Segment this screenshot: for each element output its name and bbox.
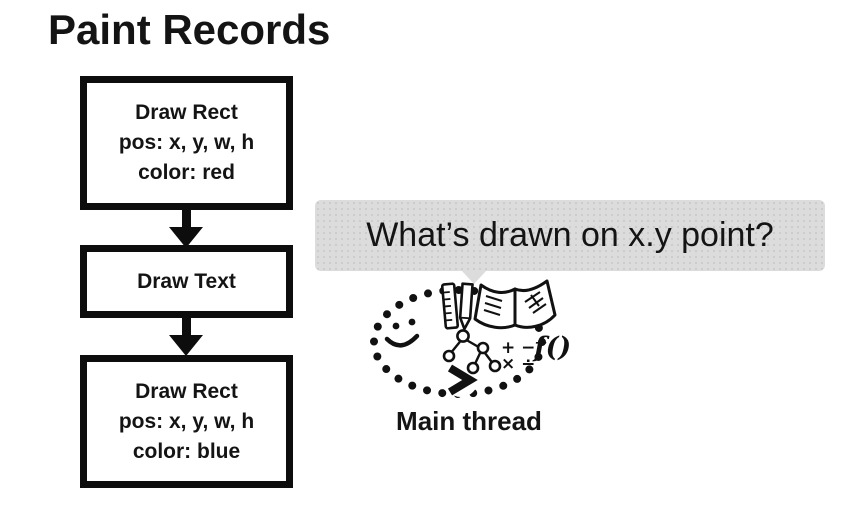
box-line: pos: x, y, w, h [118,409,255,433]
arrow-stem [182,209,191,228]
box-line: Draw Rect [135,101,238,124]
math-symbols: + − × ÷ [501,338,535,374]
flow-box-draw-text: Draw Text [80,245,293,318]
function-icon: f() [532,332,571,363]
math-row-1: + − [501,338,535,358]
page-title: Paint Records [48,6,331,53]
flow-box-draw-rect-blue: Draw Rect pos: x, y, w, h color: blue [80,355,293,488]
speech-bubble: What’s drawn on x.y point? [315,200,825,284]
arrow-head [169,335,203,356]
flow-box-draw-rect-red: Draw Rect pos: x, y, w, h color: red [80,76,293,210]
ruler-icon [440,282,460,330]
math-row-2: × ÷ [501,354,535,374]
smiley-face-icon [384,318,420,348]
box-line: Draw Text [137,269,236,293]
main-thread-label: Main thread [396,406,542,436]
down-arrow-icon [169,317,204,356]
box-line: pos: x, y, w, h [118,131,255,154]
box-line: color: blue [132,439,241,463]
pencil-icon [458,282,474,331]
box-line: Draw Rect [135,379,238,403]
tree-diagram-icon [442,329,502,375]
arrow-head [169,227,203,248]
down-arrow-icon [169,209,204,248]
bubble-pointer-icon [462,271,486,284]
book-icon [473,279,557,330]
box-line: color: red [138,161,235,184]
bubble-text: What’s drawn on x.y point? [366,216,774,254]
main-thread-doodle: + − × ÷ f() [370,279,571,398]
chevron-right-icon [447,364,478,396]
arrow-stem [182,317,191,336]
